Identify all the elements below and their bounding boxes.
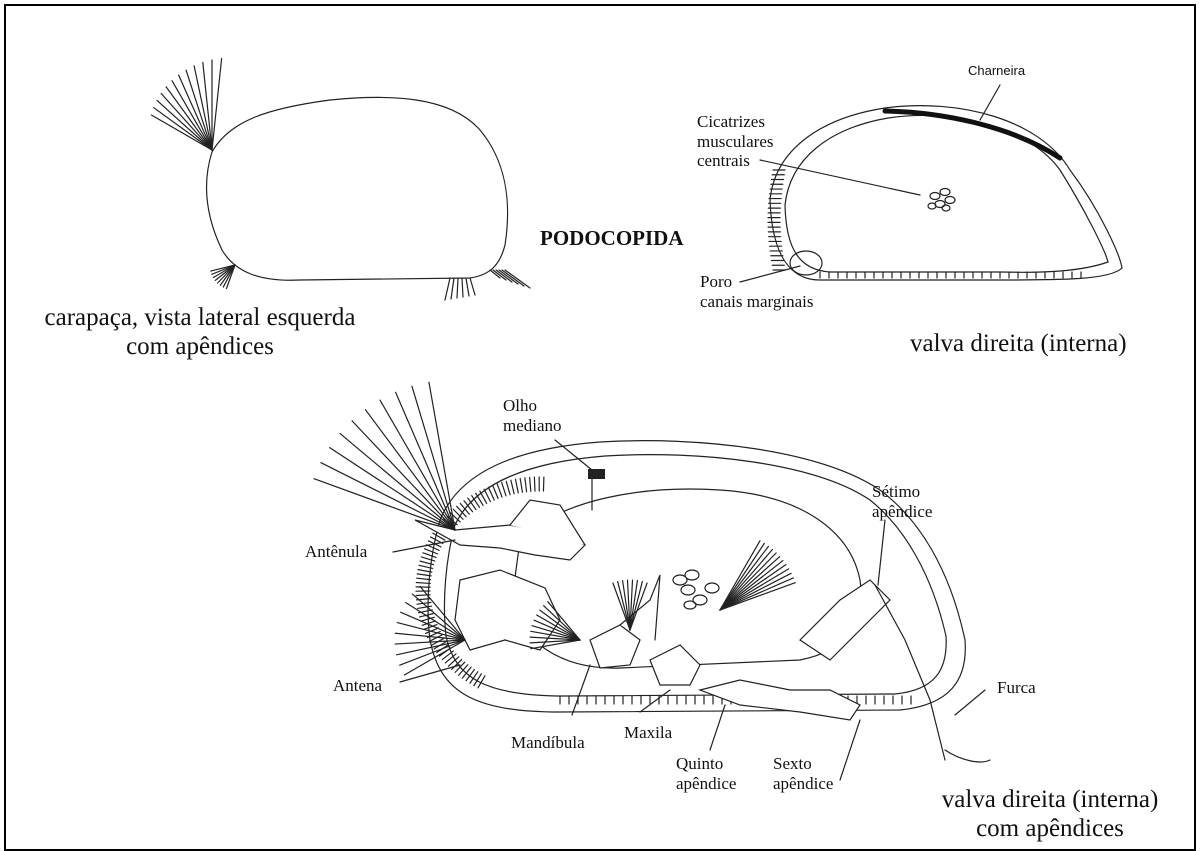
appendage-drawing — [314, 382, 990, 780]
fifth-appendage-line2: apêndice — [676, 774, 736, 794]
carapace-caption: carapaça, vista lateral esquerda com apê… — [30, 304, 370, 362]
carapace-drawing — [151, 59, 530, 300]
eye-label: Olho mediano — [503, 396, 562, 435]
maxilla-label: Maxila — [624, 723, 672, 743]
antennule-label: Antênula — [305, 542, 367, 562]
carapace-caption-line2: com apêndices — [30, 333, 370, 362]
valve-drawing — [740, 85, 1122, 282]
appendages-caption-line2: com apêndices — [900, 815, 1200, 844]
sixth-appendage-line1: Sexto — [773, 754, 833, 774]
mandible-label: Mandíbula — [511, 733, 585, 753]
eye-label-line2: mediano — [503, 416, 562, 436]
seventh-appendage-line2: apêndice — [872, 502, 932, 522]
seventh-appendage-line1: Sétimo — [872, 482, 932, 502]
scars-label-line2: musculares — [697, 132, 773, 152]
sixth-appendage-line2: apêndice — [773, 774, 833, 794]
fifth-appendage-line1: Quinto — [676, 754, 736, 774]
carapace-caption-line1: carapaça, vista lateral esquerda — [30, 304, 370, 333]
antenna-label: Antena — [333, 676, 382, 696]
fifth-appendage-label: Quinto apêndice — [676, 754, 736, 793]
pore-label-line1: Poro — [700, 272, 813, 292]
sixth-appendage-label: Sexto apêndice — [773, 754, 833, 793]
appendages-caption: valva direita (interna) com apêndices — [900, 786, 1200, 844]
appendages-caption-line1: valva direita (interna) — [900, 786, 1200, 815]
scars-label-line3: centrais — [697, 151, 773, 171]
diagram-title: PODOCOPIDA — [540, 226, 684, 250]
eye-label-line1: Olho — [503, 396, 562, 416]
median-eye-icon — [588, 469, 605, 479]
valve-caption: valva direita (interna) — [910, 330, 1127, 359]
pore-label-line2: canais marginais — [700, 292, 813, 312]
scars-label-line1: Cicatrizes — [697, 112, 773, 132]
pore-label: Poro canais marginais — [700, 272, 813, 311]
scars-label: Cicatrizes musculares centrais — [697, 112, 773, 171]
furca-label: Furca — [997, 678, 1036, 698]
seventh-appendage-label: Sétimo apêndice — [872, 482, 932, 521]
hinge-label: Charneira — [968, 64, 1025, 79]
